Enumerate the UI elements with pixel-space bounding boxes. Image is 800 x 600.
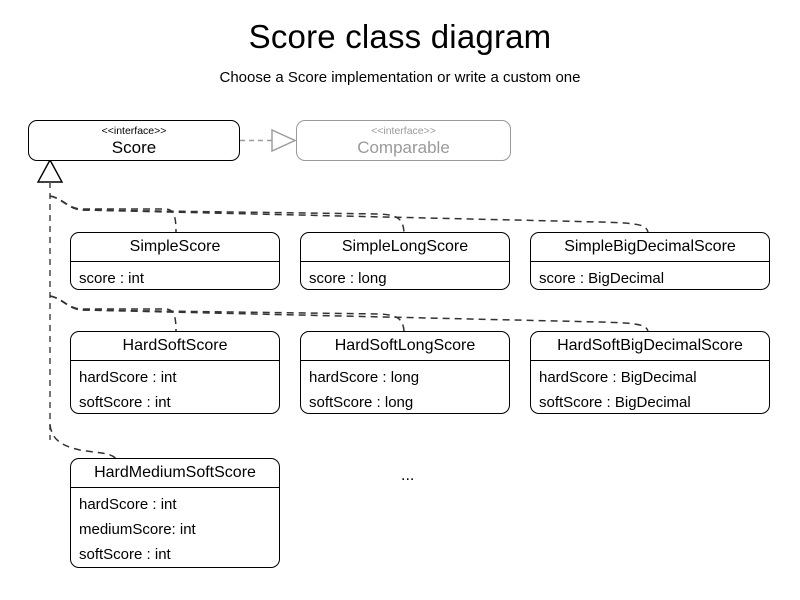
branch-simplelongscore — [49, 195, 405, 233]
class-box-simplelongscore[interactable]: SimpleLongScore score : long — [300, 232, 510, 290]
class-name: SimpleLongScore — [301, 233, 509, 262]
class-name: SimpleBigDecimalScore — [531, 233, 769, 262]
class-box-hardsoftscore[interactable]: HardSoftScore hardScore : int softScore … — [70, 331, 280, 414]
attribute-row: hardScore : BigDecimal — [539, 369, 697, 386]
attribute-row: hardScore : int — [79, 369, 177, 386]
attribute-row: hardScore : long — [309, 369, 420, 386]
stereotype-label: <<interface>> — [371, 125, 436, 137]
attribute-list: hardScore : BigDecimal softScore : BigDe… — [531, 361, 769, 413]
attribute-list: hardScore : int mediumScore: int softSco… — [71, 488, 279, 567]
interface-name: Comparable — [357, 138, 450, 157]
class-name: HardSoftBigDecimalScore — [531, 332, 769, 361]
class-name: HardMediumSoftScore — [71, 459, 279, 488]
class-box-hardmediumsoftscore[interactable]: HardMediumSoftScore hardScore : int medi… — [70, 458, 280, 568]
attribute-row: softScore : long — [309, 394, 414, 411]
more-classes-indicator: ... — [401, 467, 415, 484]
attribute-list: score : long — [301, 262, 509, 289]
attribute-row: score : int — [79, 270, 145, 287]
realization-score-to-comparable — [240, 128, 297, 153]
attribute-row: softScore : int — [79, 546, 171, 563]
branch-hardsoftbigdecimalscore — [49, 295, 649, 332]
class-name: SimpleScore — [71, 233, 279, 262]
page-title: Score class diagram — [248, 18, 552, 55]
generalization-arrowhead — [36, 158, 64, 183]
class-name: HardSoftScore — [71, 332, 279, 361]
attribute-list: score : int — [71, 262, 279, 289]
branch-simplebigdecimalscore — [49, 195, 649, 233]
attribute-list: hardScore : long softScore : long — [301, 361, 509, 413]
attribute-row: mediumScore: int — [79, 521, 196, 538]
attribute-row: hardScore : int — [79, 496, 177, 513]
attribute-row: score : long — [309, 270, 387, 287]
branch-hardsoftlongscore — [49, 295, 405, 332]
class-box-simplescore[interactable]: SimpleScore score : int — [70, 232, 280, 290]
attribute-row: score : BigDecimal — [539, 270, 665, 287]
stereotype-label: <<interface>> — [101, 125, 167, 137]
interface-box-score[interactable]: <<interface>> Score — [28, 120, 240, 161]
attribute-row: softScore : BigDecimal — [539, 394, 691, 411]
branch-simplescore — [49, 195, 177, 233]
interface-name: Score — [111, 138, 157, 157]
attribute-row: softScore : int — [79, 394, 171, 411]
interface-box-comparable[interactable]: <<interface>> Comparable — [296, 120, 511, 161]
branch-hardmediumsoftscore — [49, 424, 120, 463]
attribute-list: hardScore : int softScore : int — [71, 361, 279, 413]
class-box-simplebigdecimalscore[interactable]: SimpleBigDecimalScore score : BigDecimal — [530, 232, 770, 290]
branch-hardsoftscore — [49, 295, 177, 332]
page-subtitle: Choose a Score implementation or write a… — [219, 69, 581, 86]
class-box-hardsoftlongscore[interactable]: HardSoftLongScore hardScore : long softS… — [300, 331, 510, 414]
class-name: HardSoftLongScore — [301, 332, 509, 361]
class-box-hardsoftbigdecimalscore[interactable]: HardSoftBigDecimalScore hardScore : BigD… — [530, 331, 770, 414]
attribute-list: score : BigDecimal — [531, 262, 769, 289]
